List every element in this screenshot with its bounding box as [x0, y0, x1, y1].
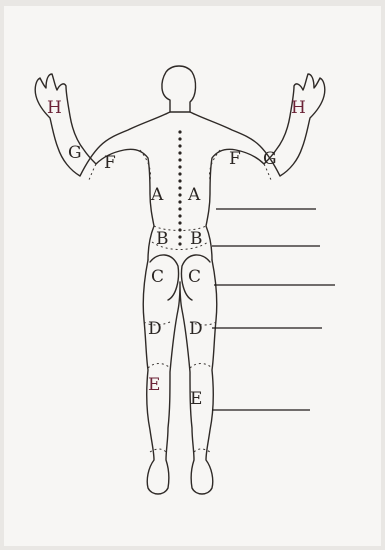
label-c-left: C: [151, 267, 164, 287]
label-b-left: B: [156, 229, 169, 249]
spine-dot: [178, 179, 181, 182]
label-f-left: F: [104, 153, 116, 173]
label-h-right: H: [291, 98, 306, 118]
answer-lines: [212, 209, 335, 410]
label-f-right: F: [229, 149, 241, 169]
spine-dot: [178, 242, 181, 245]
label-h-left: H: [47, 98, 62, 118]
label-g-right: G: [263, 149, 277, 169]
spine-dot: [178, 214, 181, 217]
spine-dotted-line: [178, 130, 181, 245]
label-b-right: B: [190, 229, 203, 249]
region-labels: H H G G F F A A B B C C D D E E: [47, 98, 306, 409]
label-e-right: E: [190, 389, 202, 409]
spine-dot: [178, 186, 181, 189]
spine-dot: [178, 144, 181, 147]
spine-dot: [178, 130, 181, 133]
label-c-right: C: [188, 267, 201, 287]
spine-dot: [178, 165, 181, 168]
head-outline: [162, 66, 196, 112]
spine-dot: [178, 228, 181, 231]
spine-dot: [178, 235, 181, 238]
label-g-left: G: [68, 143, 82, 163]
label-a-right: A: [187, 185, 201, 205]
spine-dot: [178, 137, 181, 140]
label-e-left: E: [148, 375, 160, 395]
label-a-left: A: [150, 185, 164, 205]
label-d-left: D: [148, 319, 162, 339]
label-d-right: D: [189, 319, 203, 339]
spine-dot: [178, 221, 181, 224]
spine-dot: [178, 193, 181, 196]
spine-dot: [178, 207, 181, 210]
spine-dot: [178, 151, 181, 154]
body-outline: [35, 66, 325, 494]
spine-dot: [178, 172, 181, 175]
spine-dot: [178, 158, 181, 161]
spine-dot: [178, 200, 181, 203]
